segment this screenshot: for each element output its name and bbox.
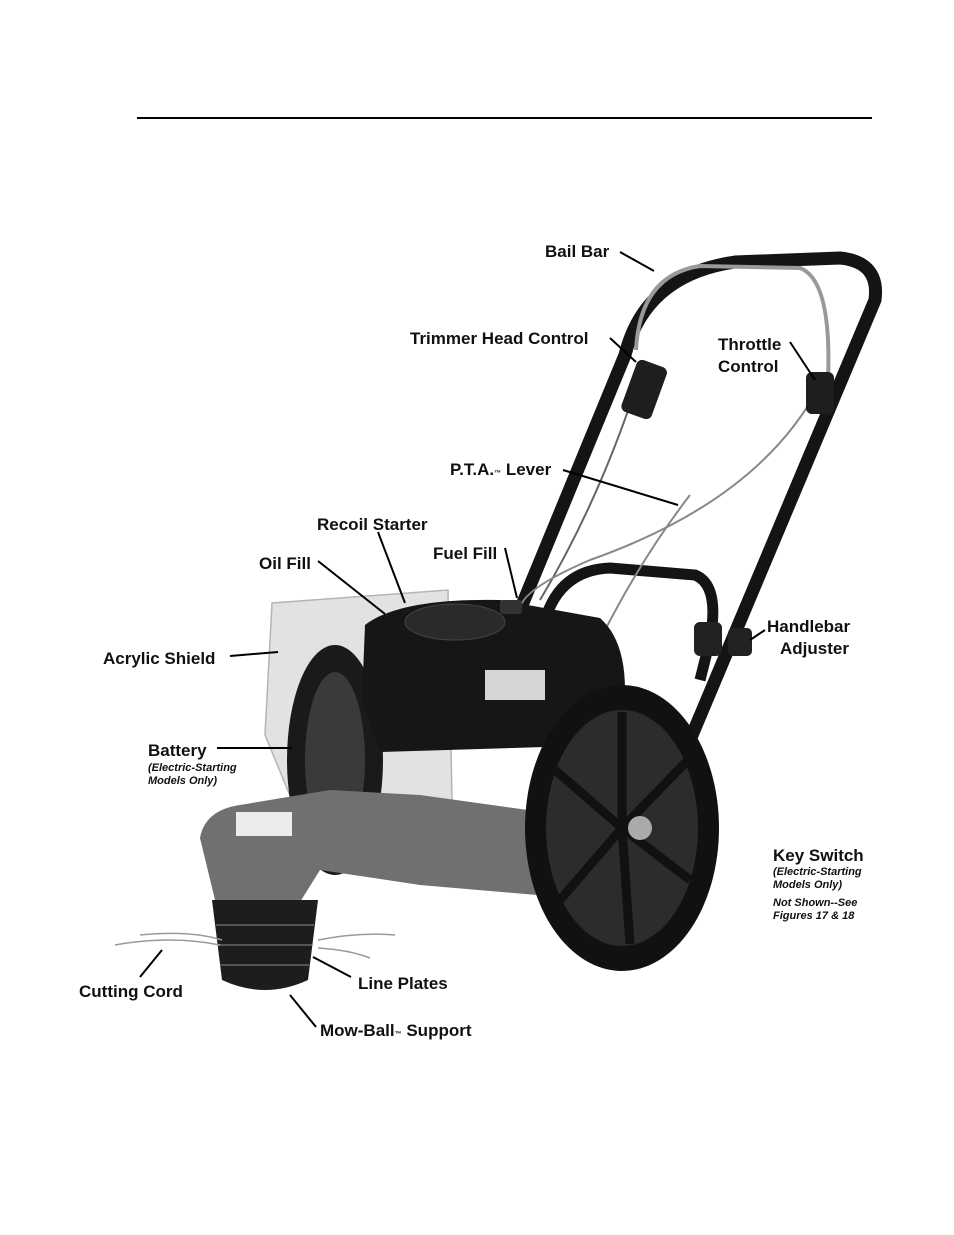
label-fuel-fill: Fuel Fill — [433, 544, 498, 563]
battery-note-line2: Models Only) — [148, 775, 218, 787]
key-switch-note-line1: (Electric-Starting — [773, 866, 862, 878]
label-mow-ball-support: Mow-Ball™ Support — [320, 1020, 472, 1045]
deck-housing — [200, 790, 600, 909]
trimmer-head-control-box — [621, 359, 667, 420]
battery-note-line1: (Electric-Starting — [148, 762, 237, 774]
pta-lever-word: Lever — [505, 460, 552, 479]
label-acrylic-shield: Acrylic Shield — [103, 649, 216, 668]
label-handlebar-adjuster-line2: Adjuster — [780, 639, 849, 658]
key-switch-note-line3: Not Shown--See — [773, 897, 858, 909]
label-throttle-control-line1: Throttle — [718, 335, 782, 354]
key-switch-note-line2: Models Only) — [773, 879, 843, 891]
key-switch-note-line4: Figures 17 & 18 — [773, 910, 855, 922]
label-handlebar-adjuster-line1: Handlebar — [767, 617, 851, 636]
pta-text: P.T.A. — [450, 460, 495, 479]
label-cutting-cord: Cutting Cord — [79, 982, 183, 1001]
label-bail-bar: Bail Bar — [545, 242, 610, 261]
header-rule — [137, 117, 872, 119]
cutting-cord-strands — [114, 932, 396, 959]
handlebar-adjuster-knob — [694, 622, 722, 656]
handlebar-lower-loop — [539, 562, 719, 682]
label-recoil-starter: Recoil Starter — [317, 515, 428, 534]
mow-ball-text: Mow-Ball — [320, 1021, 395, 1040]
label-throttle-control-line2: Control — [718, 357, 779, 376]
label-trimmer-head-control: Trimmer Head Control — [410, 329, 589, 348]
label-key-switch: Key Switch — [773, 846, 864, 865]
mow-ball-support-word: Support — [406, 1021, 472, 1040]
handlebar-left-rail — [513, 251, 883, 743]
label-pta-lever: P.T.A.™ Lever — [450, 459, 551, 484]
recoil-starter-cap — [404, 603, 506, 641]
label-line-plates: Line Plates — [358, 974, 448, 993]
leader-lines — [139, 251, 816, 1028]
mow-ball-tm-mark: ™ — [394, 1031, 402, 1038]
throttle-control-box — [806, 372, 834, 414]
pta-tm-mark: ™ — [494, 470, 502, 477]
label-battery: Battery — [148, 741, 207, 760]
label-oil-fill: Oil Fill — [259, 554, 311, 573]
bail-bar-shape — [634, 263, 831, 381]
